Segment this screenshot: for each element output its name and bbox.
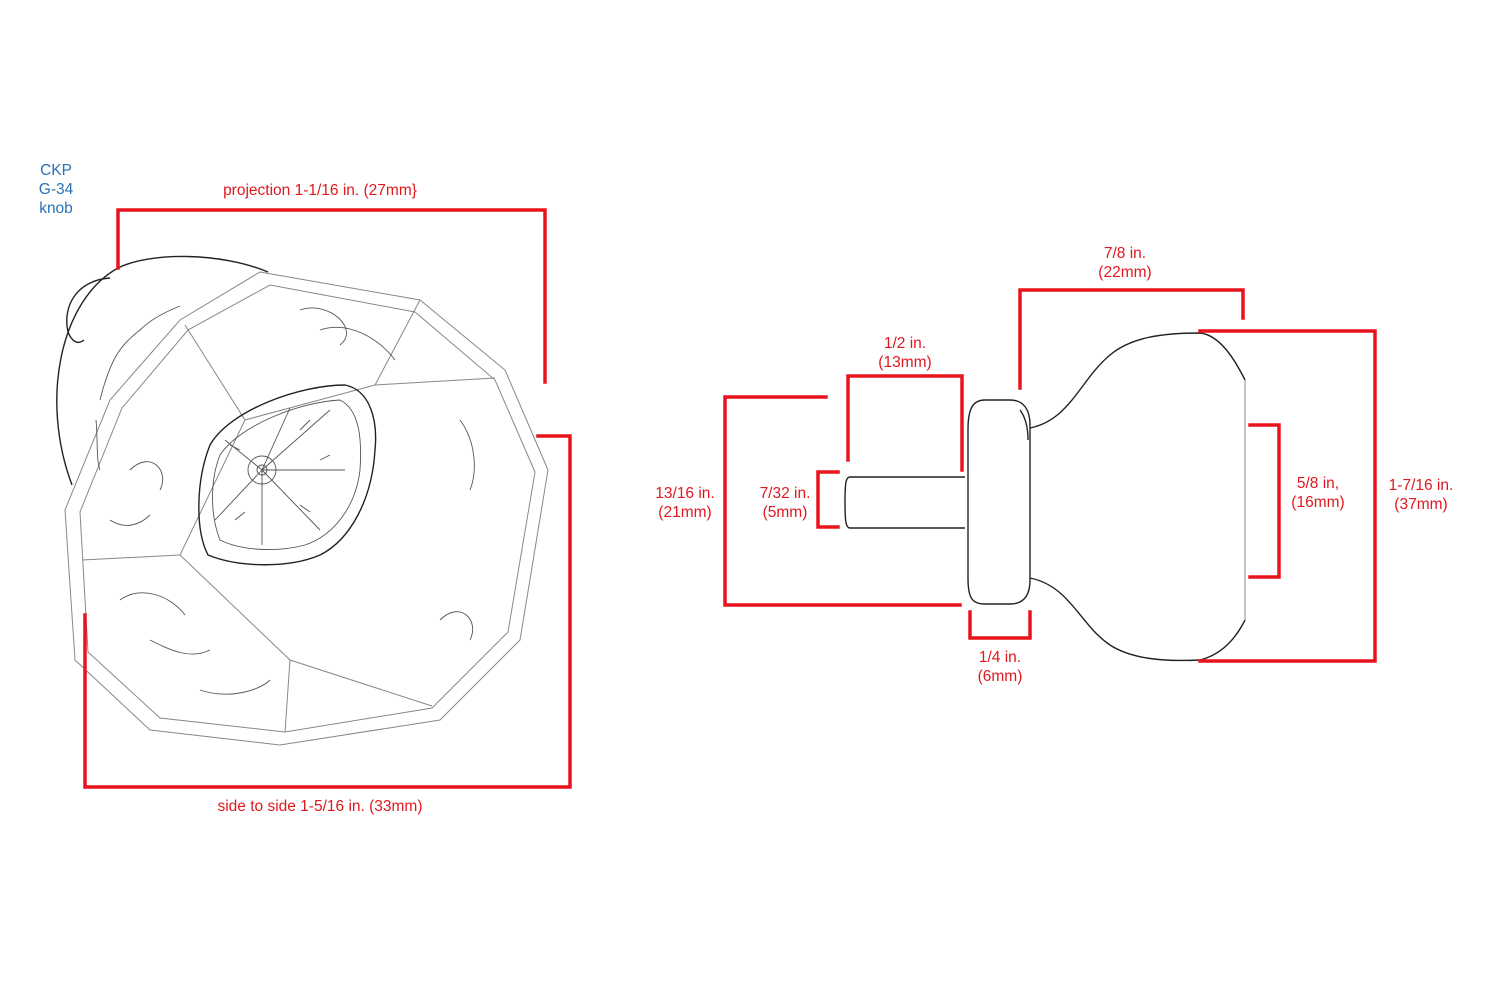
rose-diameter-inches: 13/16 in. xyxy=(655,485,715,502)
shank-diameter-inches: 7/32 in. xyxy=(759,485,811,502)
shank-length-inches: 1/2 in. xyxy=(883,335,927,352)
rose-diameter-bracket xyxy=(723,395,962,607)
knob-diameter-inches: 1-7/16 in. xyxy=(1388,477,1454,494)
shank-length-bracket xyxy=(846,374,964,472)
rose-plate-edge xyxy=(56,267,119,486)
rose-thickness-bracket xyxy=(968,610,1032,640)
title-line-2: G-34 xyxy=(38,181,74,198)
neck-diameter-bracket xyxy=(1248,423,1281,579)
shank-diameter-bracket xyxy=(816,470,840,529)
title-line-3: knob xyxy=(39,200,73,217)
shank-outline xyxy=(844,476,965,529)
shank-length-mm: (13mm) xyxy=(878,354,932,371)
rose-thickness-inches: 1/4 in. xyxy=(978,649,1022,666)
projection-label: projection 1-1/16 in. (27mm} xyxy=(223,182,417,199)
knob-length-mm: (22mm) xyxy=(1098,264,1152,281)
knob-bottom-profile xyxy=(1029,577,1246,662)
rose-outline xyxy=(967,399,1031,605)
knob-top-profile xyxy=(1029,332,1246,429)
rose-diameter-mm: (21mm) xyxy=(658,504,712,521)
neck-diameter-mm: (16mm) xyxy=(1291,494,1345,511)
shank-length-label: 1/2 in. (13mm) xyxy=(850,334,960,372)
knob-length-bracket xyxy=(1018,288,1245,390)
shank-diameter-label: 7/32 in. (5mm) xyxy=(730,484,840,522)
stem-outline xyxy=(66,277,111,344)
octagon-outline xyxy=(64,271,549,746)
side-to-side-label: side to side 1-5/16 in. (33mm) xyxy=(217,798,423,815)
rose-thickness-mm: (6mm) xyxy=(977,668,1023,685)
neck-diameter-label: 5/8 in, (16mm) xyxy=(1263,474,1373,512)
knob-diameter-mm: (37mm) xyxy=(1394,496,1448,513)
knob-length-inches: 7/8 in. xyxy=(1103,245,1147,262)
neck-diameter-inches: 5/8 in, xyxy=(1296,475,1340,492)
projection-dimension-bracket xyxy=(116,208,547,384)
front-view-knob-sketch xyxy=(56,255,549,746)
title-line-1: CKP xyxy=(40,162,72,179)
star-medallion-pattern xyxy=(198,384,377,566)
rose-diameter-label: 13/16 in. (21mm) xyxy=(630,484,740,522)
side-view-knob-sketch xyxy=(844,332,1246,662)
side-to-side-dimension-bracket xyxy=(83,434,572,789)
rose-thickness-label: 1/4 in. (6mm) xyxy=(945,648,1055,686)
shank-diameter-mm: (5mm) xyxy=(762,504,808,521)
knob-length-label: 7/8 in. (22mm) xyxy=(1070,244,1180,282)
knob-diameter-bracket xyxy=(1198,329,1377,663)
product-title: CKP G-34 knob xyxy=(30,161,82,218)
knob-diameter-label: 1-7/16 in. (37mm) xyxy=(1366,476,1476,514)
